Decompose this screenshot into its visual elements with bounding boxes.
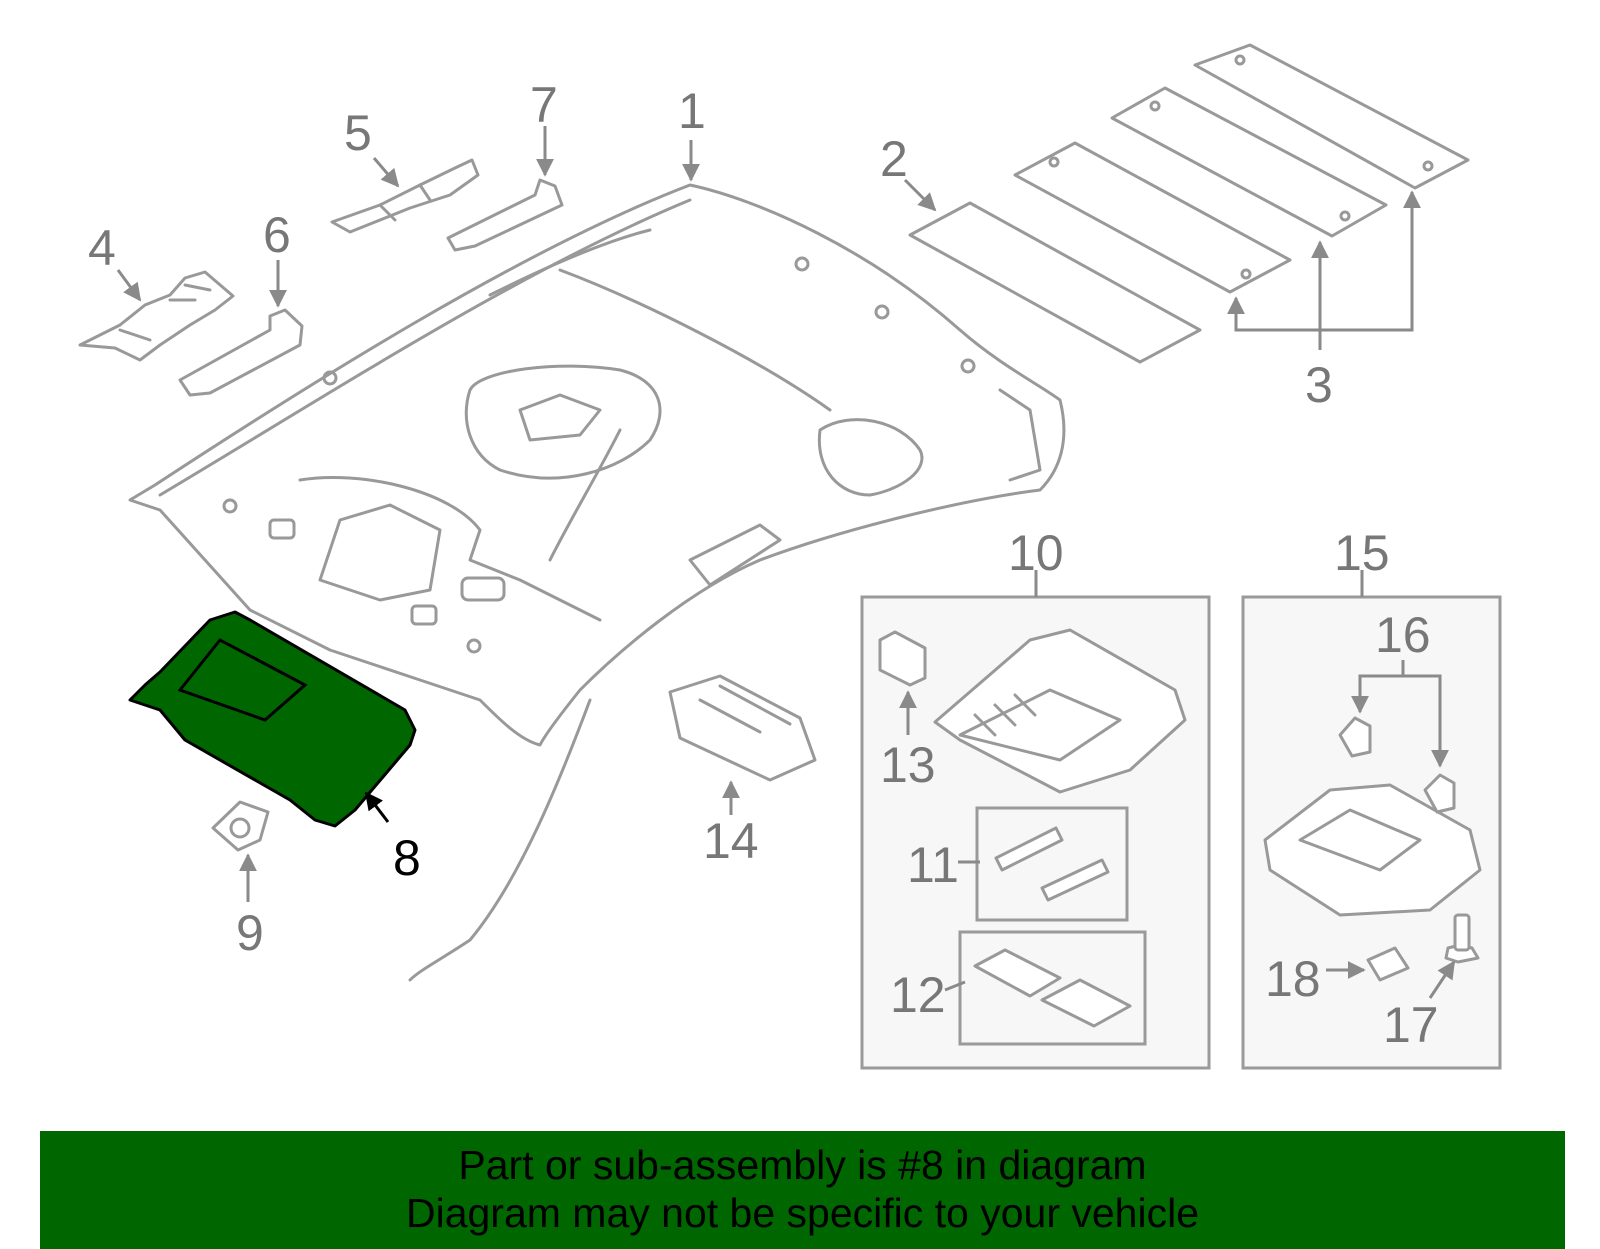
banner-line-1: Part or sub-assembly is #8 in diagram [458, 1142, 1147, 1188]
callout-1: 1 [678, 83, 706, 139]
callout-3: 3 [1305, 357, 1333, 413]
callout-18: 18 [1265, 951, 1321, 1007]
overhead-console-part[interactable] [933, 628, 1187, 794]
leader-lines [116, 126, 1456, 999]
visor-clip-part[interactable] [211, 800, 270, 852]
insulation-pads-part[interactable] [1013, 43, 1470, 294]
callout-13: 13 [880, 737, 936, 793]
bulb-part[interactable] [994, 826, 1110, 902]
callout-11: 11 [907, 837, 959, 893]
dome-lamp-part[interactable] [1263, 783, 1482, 917]
screw-part[interactable] [1444, 913, 1480, 964]
bulb-part[interactable] [1366, 946, 1410, 982]
lens-part[interactable] [973, 948, 1132, 1028]
callout-8: 8 [393, 830, 421, 886]
banner-line-2: Diagram may not be specific to your vehi… [405, 1190, 1199, 1236]
callout-6: 6 [263, 207, 291, 263]
clip-part[interactable] [1338, 716, 1456, 814]
callout-labels: 1 2 3 4 5 6 7 8 9 10 11 12 13 14 15 16 1… [88, 77, 1439, 1053]
callout-2: 2 [880, 131, 908, 187]
lamp-part[interactable] [668, 674, 817, 782]
callout-12: 12 [890, 967, 946, 1023]
overhead-console-box [860, 595, 1211, 1070]
info-banner: Part or sub-assembly is #8 in diagram Di… [40, 1131, 1565, 1249]
callout-5: 5 [344, 105, 372, 161]
sun-visor-part[interactable] [128, 610, 417, 828]
bracket-part[interactable] [78, 270, 235, 362]
clip-part[interactable] [878, 630, 927, 687]
bracket-part[interactable] [330, 158, 480, 234]
grab-handle-part[interactable] [446, 178, 564, 252]
callout-14: 14 [703, 813, 759, 869]
callout-15: 15 [1334, 525, 1390, 581]
insulation-pad-part[interactable] [908, 201, 1202, 364]
callout-16: 16 [1375, 607, 1431, 663]
callout-7: 7 [530, 77, 558, 133]
headliner-part[interactable] [128, 183, 1066, 982]
callout-9: 9 [236, 905, 264, 961]
callout-10: 10 [1008, 525, 1064, 581]
callout-17: 17 [1383, 997, 1439, 1053]
grab-handle-part[interactable] [178, 308, 304, 397]
callout-4: 4 [88, 220, 116, 276]
